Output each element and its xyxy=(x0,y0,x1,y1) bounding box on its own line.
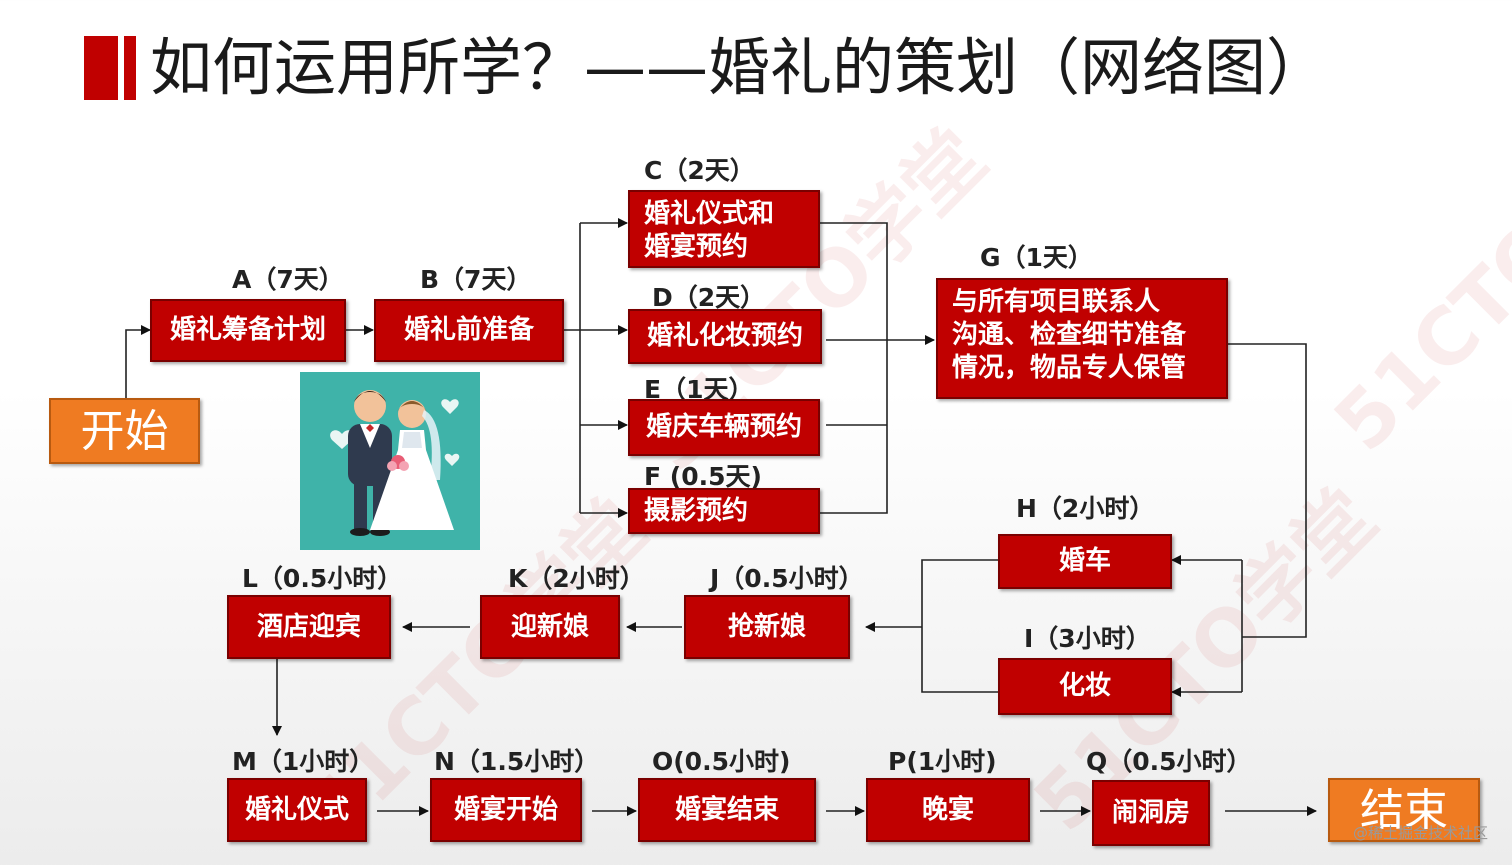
task-l-label: L（0.5小时） xyxy=(242,564,403,593)
task-a-label: A（7天） xyxy=(232,265,344,294)
wedding-couple-illustration xyxy=(300,372,480,550)
task-n-label: N（1.5小时） xyxy=(434,747,600,776)
task-p-label: P(1小时) xyxy=(888,747,997,776)
task-j: 抢新娘 xyxy=(684,595,850,659)
task-i: 化妆 xyxy=(998,658,1172,715)
task-q: 闹洞房 xyxy=(1092,780,1210,846)
task-c-label: C（2天） xyxy=(644,156,755,185)
start-node: 开始 xyxy=(49,398,200,464)
task-n: 婚宴开始 xyxy=(430,778,582,842)
task-o-label: O(0.5小时) xyxy=(652,747,791,776)
task-b: 婚礼前准备 xyxy=(374,299,564,362)
task-m: 婚礼仪式 xyxy=(227,778,367,842)
task-e: 婚庆车辆预约 xyxy=(628,399,820,456)
task-k-label: K（2小时） xyxy=(508,564,645,593)
task-l: 酒店迎宾 xyxy=(227,595,391,659)
task-k: 迎新娘 xyxy=(480,595,620,659)
task-g-label: G（1天） xyxy=(980,243,1093,272)
task-g-line: 沟通、检查细节准备 xyxy=(952,320,1187,350)
task-i-label: I（3小时） xyxy=(1024,624,1151,653)
task-c-line: 婚礼仪式和 xyxy=(644,199,775,229)
task-d: 婚礼化妆预约 xyxy=(628,309,822,364)
task-p: 晚宴 xyxy=(866,778,1030,842)
task-a: 婚礼筹备计划 xyxy=(150,299,346,362)
task-j-label: J（0.5小时） xyxy=(710,564,864,593)
page-title: 如何运用所学？——婚礼的策划（网络图） xyxy=(150,31,1329,104)
footer-credit: @稀土掘金技术社区 xyxy=(1352,824,1488,842)
task-c: 婚礼仪式和 婚宴预约 xyxy=(628,190,820,268)
task-h-label: H（2小时） xyxy=(1016,494,1155,523)
end-node: 结束 xyxy=(1328,778,1480,842)
task-g-line: 与所有项目联系人 xyxy=(952,287,1161,317)
title-accent-bar xyxy=(84,36,136,100)
task-c-line: 婚宴预约 xyxy=(644,232,749,262)
task-q-label: Q（0.5小时） xyxy=(1086,747,1252,776)
task-m-label: M（1小时） xyxy=(232,747,375,776)
task-o: 婚宴结束 xyxy=(638,778,816,842)
task-h: 婚车 xyxy=(998,534,1172,589)
task-f: 摄影预约 xyxy=(628,488,820,534)
task-f-label: F (0.5天) xyxy=(644,462,762,491)
task-d-label: D（2天） xyxy=(652,283,766,312)
task-g: 与所有项目联系人 沟通、检查细节准备 情况，物品专人保管 xyxy=(936,278,1228,399)
task-g-line: 情况，物品专人保管 xyxy=(952,353,1187,383)
task-b-label: B（7天） xyxy=(420,265,532,294)
